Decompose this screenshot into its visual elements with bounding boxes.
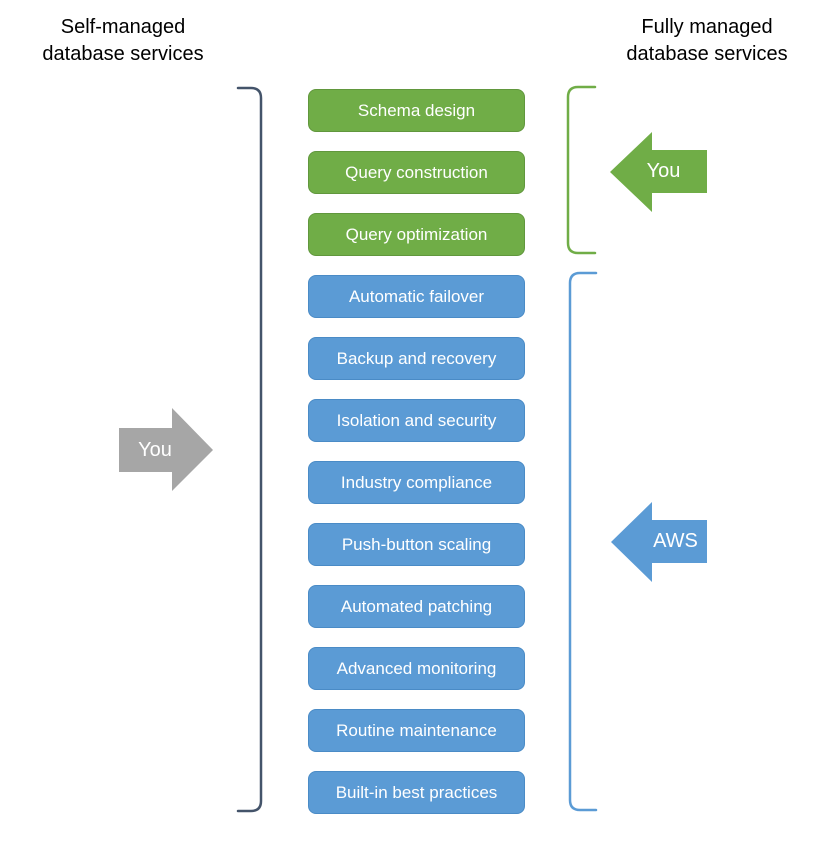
task-box: Automated patching: [308, 585, 525, 628]
task-box-label: Query construction: [345, 162, 488, 182]
task-box: Backup and recovery: [308, 337, 525, 380]
task-box: Routine maintenance: [308, 709, 525, 752]
task-box-label: Routine maintenance: [336, 720, 497, 740]
left-column-title-line1: Self-managed: [60, 16, 186, 38]
task-box-label: Isolation and security: [336, 410, 497, 430]
task-box-label: Automatic failover: [348, 286, 485, 306]
self-managed-bracket: [236, 86, 263, 813]
task-box: Industry compliance: [308, 461, 525, 504]
task-box: Push-button scaling: [308, 523, 525, 566]
task-box-label: Advanced monitoring: [336, 658, 497, 678]
right-column-title-line1: Fully managed: [641, 16, 773, 38]
left-column-title: Self-managed database services: [23, 14, 223, 68]
fully-managed-you-arrow-label: You: [646, 160, 681, 182]
task-box: Isolation and security: [308, 399, 525, 442]
left-column-title-line2: database services: [42, 43, 204, 65]
task-box: Schema design: [308, 89, 525, 132]
task-box-label: Push-button scaling: [341, 534, 492, 554]
aws-tasks-bracket: [568, 271, 598, 812]
task-box: Query optimization: [308, 213, 525, 256]
task-box-label: Query optimization: [345, 224, 488, 244]
task-box-label: Automated patching: [340, 596, 493, 616]
right-column-title: Fully managed database services: [607, 14, 807, 68]
task-box-label: Schema design: [357, 100, 476, 120]
task-box: Automatic failover: [308, 275, 525, 318]
task-box-label: Built-in best practices: [335, 782, 498, 802]
right-column-title-line2: database services: [626, 43, 788, 65]
customer-tasks-bracket: [566, 85, 597, 255]
task-box: Query construction: [308, 151, 525, 194]
task-box: Advanced monitoring: [308, 647, 525, 690]
task-box: Built-in best practices: [308, 771, 525, 814]
fully-managed-aws-arrow-label: AWS: [653, 530, 698, 552]
task-box-label: Backup and recovery: [336, 348, 497, 368]
task-box-label: Industry compliance: [340, 472, 493, 492]
self-managed-you-arrow-label: You: [138, 438, 172, 461]
